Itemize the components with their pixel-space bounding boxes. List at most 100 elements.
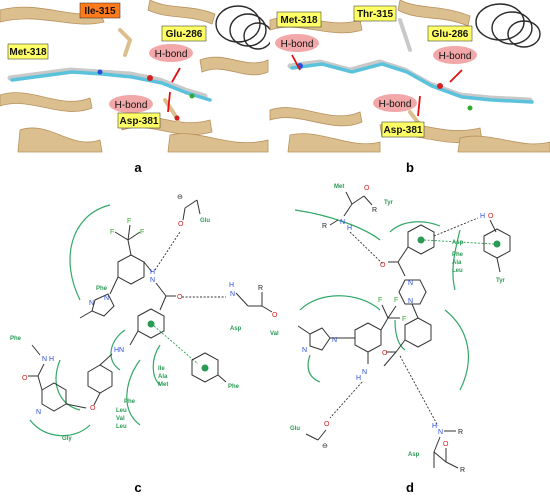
tag-b-asp-box — [381, 121, 425, 138]
tag-a-ile: Ile-315 — [84, 6, 116, 17]
tag-b-hbond-met: H-bond — [281, 39, 314, 50]
d-pi-center-tyr — [493, 240, 501, 248]
d-res-tyr-top: Tyr — [384, 200, 394, 206]
tag-a-asp: Asp-381 — [120, 116, 159, 127]
c-atom-r-asp: R — [258, 285, 263, 292]
d-contour-3 — [452, 229, 461, 291]
d-atom-ominus: ⊖ — [322, 443, 328, 450]
tag-b-hbond-asp-bubble — [373, 94, 417, 112]
d-res-asp-bottom: Asp — [408, 452, 420, 458]
d-atom-o-link: O — [380, 262, 386, 269]
tag-a-met-box — [7, 43, 49, 60]
d-hbond-met — [349, 231, 384, 265]
tag-a-glu: Glu-286 — [166, 29, 203, 40]
d-atom-r-asp: R — [458, 429, 463, 436]
panel-b-helix — [475, 3, 541, 48]
d-atom-h-am: H — [356, 375, 361, 382]
c-contour-6 — [152, 344, 161, 386]
d-ring-piperazine — [398, 279, 427, 305]
panel-a-ligand — [7, 28, 212, 127]
d-atom-r-asp2: R — [460, 467, 465, 474]
c-res-asp: Asp — [230, 326, 242, 332]
c-contour-1 — [69, 204, 111, 301]
d-atom-r2: R — [372, 207, 377, 214]
d-pi-stack — [423, 239, 495, 245]
d-pi-center-top — [417, 236, 425, 244]
d-hbond-glu — [329, 381, 363, 419]
c-res-val: Val — [270, 331, 279, 337]
c-atom-hn: HN — [114, 347, 124, 354]
d-hbond-asp — [399, 355, 439, 427]
d-atom-n-pip1: N — [408, 280, 413, 287]
d-atom-n-pip2: N — [408, 298, 413, 305]
d-atom-h-asp: H — [432, 423, 437, 430]
d-res-phe: Phe — [452, 252, 464, 258]
d-atom-n-im2: N — [302, 347, 307, 354]
d-atom-o1: O — [364, 185, 370, 192]
c-atom-n-asp: N — [230, 291, 235, 298]
panel-label-c: c — [134, 480, 141, 495]
d-atom-f2: F — [394, 297, 398, 304]
panel-b-hbond-lines — [291, 54, 463, 117]
d-contour-7 — [307, 354, 321, 383]
c-atom-h-asp: H — [229, 282, 234, 289]
d-atom-f1: F — [378, 297, 382, 304]
tag-b-hbond-glu-bubble — [433, 46, 477, 64]
d-atom-o-asp: O — [443, 441, 449, 448]
panel-a-helix — [215, 5, 273, 50]
tag-b-hbond-asp: H-bond — [379, 99, 412, 110]
d-ring-tyr — [483, 228, 511, 259]
tag-b-met: Met-318 — [280, 15, 318, 26]
d-ring-cf3-phenyl — [354, 322, 382, 353]
d-atom-r1: R — [322, 223, 327, 230]
c-ring-phenoxy — [87, 364, 113, 394]
tag-a-hbond-asp: H-bond — [115, 100, 148, 111]
panel-a: Ile-315 Met-318 Glu-286 H-bond H-bond As… — [0, 0, 273, 153]
c-atom-o-asp: O — [272, 312, 278, 319]
panel-c: F F F N H O O ⊖ Glu N H R O Asp Val N — [10, 194, 279, 442]
panel-d: Met O R N H R Tyr O N N H O Tyr — [290, 184, 511, 474]
c-atom-h-lig: H — [49, 356, 54, 363]
c-atom-n-py: N — [36, 409, 41, 416]
c-res-leu2: Leu — [116, 424, 127, 430]
c-res-phe-left: Phe — [10, 336, 22, 342]
d-contour-6 — [394, 319, 406, 351]
c-res-phe-bottom: Phe — [124, 399, 136, 405]
c-res-ile: Ile — [158, 366, 165, 372]
tag-b-glu-box — [427, 25, 473, 42]
tag-a-hbond-glu: H-bond — [155, 49, 188, 60]
d-contour-5 — [444, 309, 469, 391]
panel-a-ribbons — [0, 0, 269, 153]
c-hbond-glu — [154, 231, 181, 271]
c-atom-f1: F — [110, 229, 114, 236]
c-res-gly: Gly — [62, 436, 72, 442]
c-pi-center-phe — [201, 364, 209, 372]
c-atom-o-lig: O — [22, 375, 28, 382]
d-atom-n-am: N — [362, 369, 367, 376]
tag-b-thr-box — [353, 5, 397, 22]
c-atom-ominus: ⊖ — [177, 194, 183, 201]
tag-a-asp-box — [117, 112, 161, 129]
d-hbond-tyr — [433, 217, 479, 237]
c-res-met: Met — [158, 382, 168, 388]
d-res-leu: Leu — [452, 268, 463, 274]
c-pi-center — [147, 320, 155, 328]
tag-b-hbond-glu: H-bond — [439, 51, 472, 62]
c-contour-3 — [55, 359, 81, 411]
tag-b-asp: Asp-381 — [384, 125, 423, 136]
d-atom-h1: H — [347, 225, 352, 232]
d-atom-h-oh: H — [480, 213, 485, 220]
d-contour-2 — [389, 221, 441, 233]
d-atom-n1: N — [340, 219, 345, 226]
d-atom-f3: F — [402, 316, 406, 323]
panel-b: Met-318 H-bond Thr-315 Glu-286 H-bond H-… — [269, 0, 550, 153]
tag-b-hbond-met-bubble — [275, 34, 319, 52]
c-contour-2 — [110, 329, 126, 371]
c-res-phe-ring: Phe — [228, 384, 240, 390]
c-atom-n-amide: N — [150, 277, 155, 284]
c-atom-h-amide: H — [150, 269, 155, 276]
c-atom-f3: F — [140, 229, 144, 236]
tag-a-met: Met-318 — [9, 47, 47, 58]
d-atom-o-oh: O — [488, 213, 494, 220]
c-atom-o-glu: O — [178, 221, 184, 228]
